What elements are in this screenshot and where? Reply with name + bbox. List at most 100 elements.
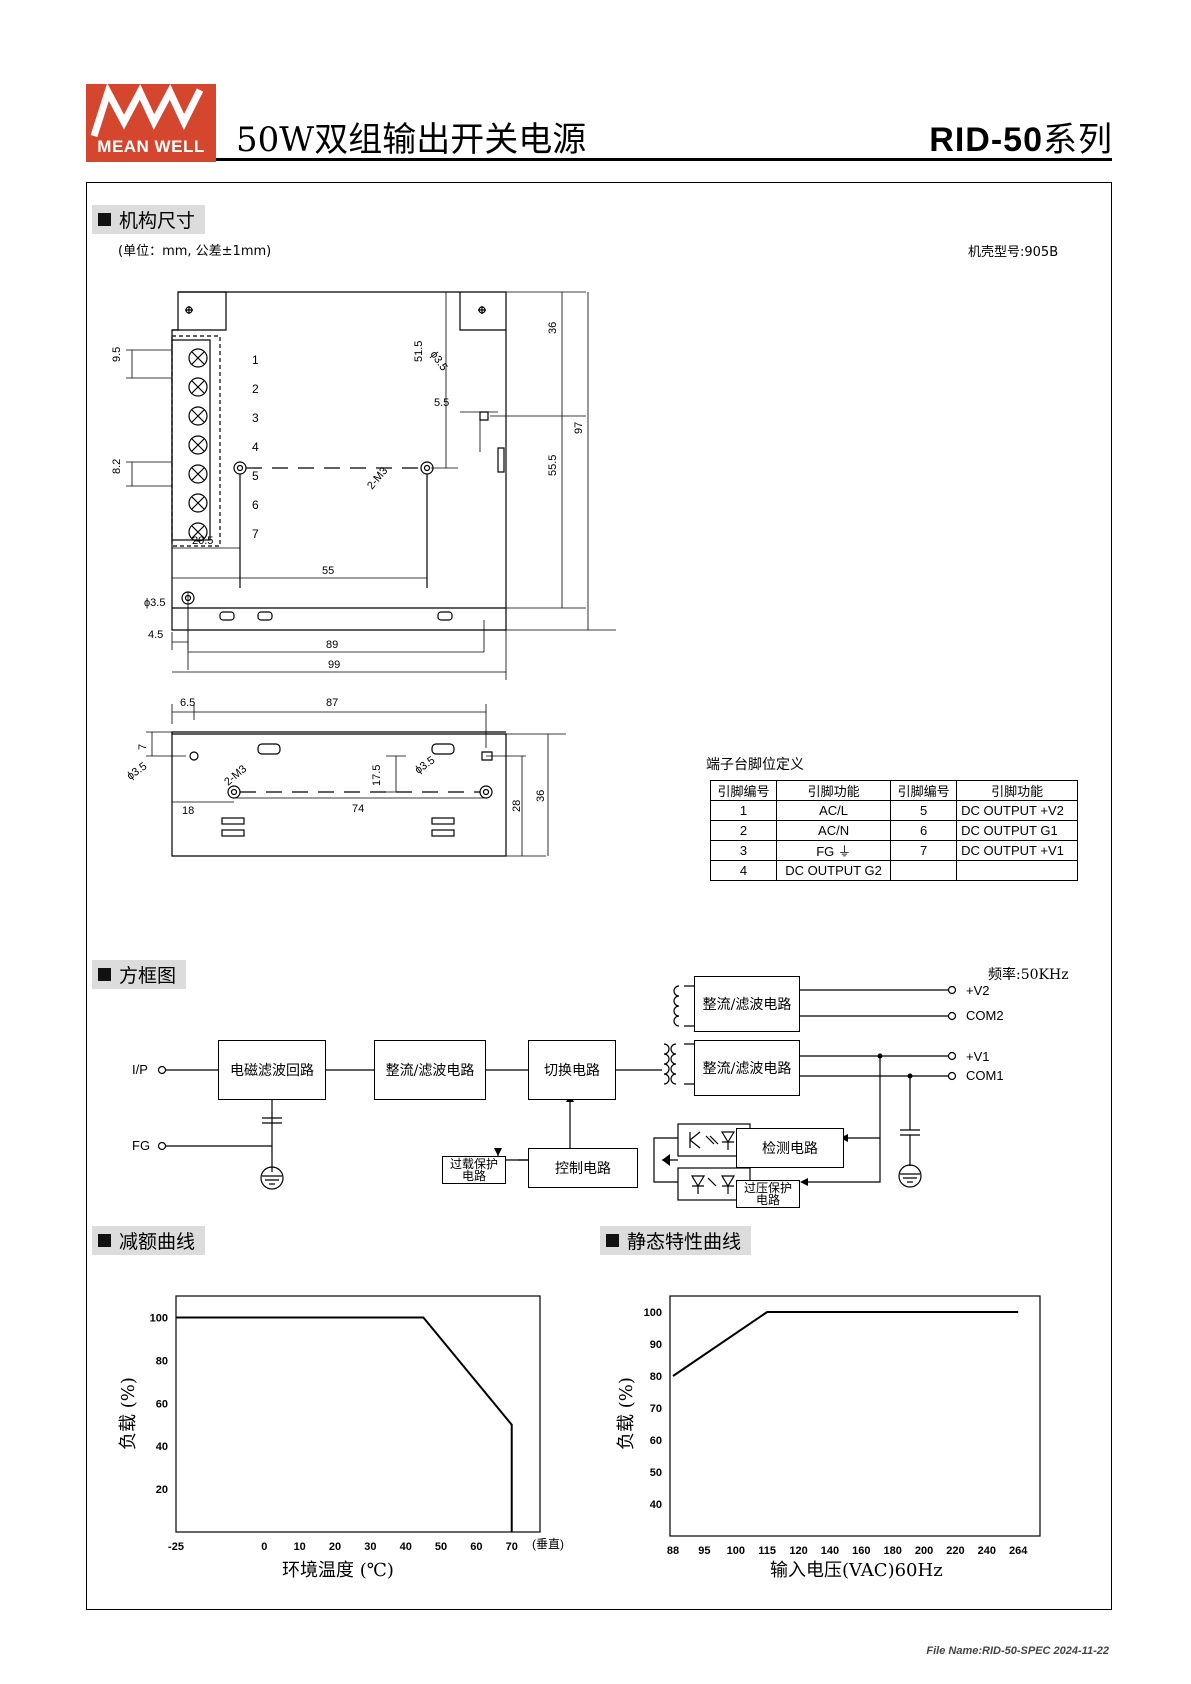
block-overvoltage-protection: 过压保护电路 [736,1180,800,1208]
pin-table-header: 引脚编号 引脚功能 引脚编号 引脚功能 [710,780,1078,801]
derating-xtick: 40 [400,1541,412,1553]
side-view-drawing: 6.5 87 7 ϕ3.5 2-M3 17.5 ϕ3.5 18 74 28 36 [125,697,566,857]
dim-55-5: 55.5 [547,455,559,476]
static-xtick: 180 [883,1545,901,1557]
mech-section-header: 机构尺寸 [92,205,206,234]
output-com2-label: COM2 [966,1008,1004,1023]
cell: 4 [710,860,777,881]
dim-55: 55 [322,565,334,577]
derating-ytick: 20 [156,1484,168,1496]
mech-section-title: 机构尺寸 [119,210,196,232]
derating-curve [176,1316,513,1532]
static-plot-area [669,1295,1041,1537]
block-overload-protection: 过载保护电路 [442,1156,506,1184]
derating-section-header: 减额曲线 [92,1226,206,1255]
static-xtick: 240 [978,1545,996,1557]
bullet-square-icon [98,213,111,226]
olp-line1: 过载保护 [449,1157,498,1171]
brand-logo: MEAN WELL [86,84,216,162]
static-xtick: 160 [852,1545,870,1557]
block-rectifier-v2: 整流/滤波电路 [694,976,800,1032]
static-xtick: 264 [1009,1545,1028,1557]
dim-phi-3-5-bottom: ϕ3.5 [144,597,165,609]
cell: AC/L [775,800,892,821]
cell [890,860,958,881]
bullet-square-icon [606,1234,619,1247]
derating-ytick: 80 [156,1355,168,1367]
static-xtick: 88 [667,1545,679,1557]
unit-note: (单位：mm, 公差±1mm) [118,244,272,259]
dim-20-5: 20.5 [192,535,213,547]
derating-xtick: 50 [435,1541,447,1553]
cell: 6 [890,820,958,841]
dim-74: 74 [352,803,364,815]
terminal-num-5: 5 [252,469,259,483]
dim-17-5: 17.5 [371,765,383,786]
ip-label: I/P [132,1062,148,1077]
derating-ytick: 40 [156,1441,168,1453]
pin-table-title: 端子台脚位定义 [706,757,804,773]
output-v1-label: +V1 [966,1049,990,1064]
cell: DC OUTPUT G2 [775,860,892,881]
derating-xtick: 0 [261,1541,267,1553]
derating-ylabel: 负载 (%) [118,1377,139,1450]
static-xtick: 220 [946,1545,964,1557]
block-diagram-wiring [157,985,957,1201]
derating-ytick: 60 [156,1398,168,1410]
header-rule [216,158,1112,161]
static-xlabel: 输入电压(VAC)60Hz [770,1560,943,1580]
block-section-title: 方框图 [119,965,177,987]
cell: 2 [710,820,777,841]
terminal-screws [188,348,208,542]
derating-section-title: 减额曲线 [119,1231,196,1253]
col-pin-func: 引脚功能 [775,780,892,801]
mw-logo-icon [90,84,204,138]
cell: FG ⏚ [775,840,892,861]
dim-4-5: 4.5 [148,629,163,641]
dim-97: 97 [573,422,585,434]
static-xtick: 120 [789,1545,807,1557]
static-xtick: 140 [821,1545,839,1557]
col-pin-no: 引脚编号 [710,780,777,801]
terminal-num-3: 3 [252,411,259,425]
static-ytick: 70 [650,1403,662,1415]
block-detection: 检测电路 [736,1128,844,1168]
derating-xlabel: 环境温度 (℃) [282,1560,394,1580]
dim-phi-3-5-side-left: ϕ3.5 [125,760,149,782]
document-title: 50W双组输出开关电源 [236,120,587,160]
dim-6-5: 6.5 [180,697,195,709]
static-ytick: 90 [650,1339,662,1351]
output-com1-label: COM1 [966,1068,1004,1083]
dim-99: 99 [328,659,340,671]
block-rectifier-input: 整流/滤波电路 [374,1040,486,1100]
static-section-title: 静态特性曲线 [627,1231,742,1253]
dim-8-2: 8.2 [111,459,123,474]
static-ytick: 100 [644,1307,662,1319]
cell: DC OUTPUT +V2 [956,800,1078,821]
static-xtick: 100 [727,1545,745,1557]
ovp-line2: 电路 [755,1193,780,1207]
cell: DC OUTPUT G1 [956,820,1078,841]
footer-filename: File Name:RID-50-SPEC 2024-11-22 [926,1645,1109,1657]
case-number: 机壳型号:905B [968,245,1059,260]
dim-89: 89 [326,639,338,651]
static-xtick: 115 [758,1545,776,1557]
static-xtick: 95 [698,1545,710,1557]
derating-xtick: 10 [294,1541,306,1553]
dim-7: 7 [137,744,149,750]
static-xtick: 200 [915,1545,933,1557]
terminal-num-6: 6 [252,498,259,512]
derating-ytick: 100 [150,1312,168,1324]
dim-2-m3-side: 2-M3 [222,763,249,788]
series-suffix: 系列 [1043,120,1113,160]
static-ytick: 60 [650,1435,662,1447]
cell [956,860,1078,881]
top-view-drawing: 1 2 3 4 5 6 7 9.5 8.2 51.5 ϕ3.5 5.5 36 9… [111,291,616,680]
dim-51-5: 51.5 [413,341,425,362]
dim-18: 18 [182,805,194,817]
